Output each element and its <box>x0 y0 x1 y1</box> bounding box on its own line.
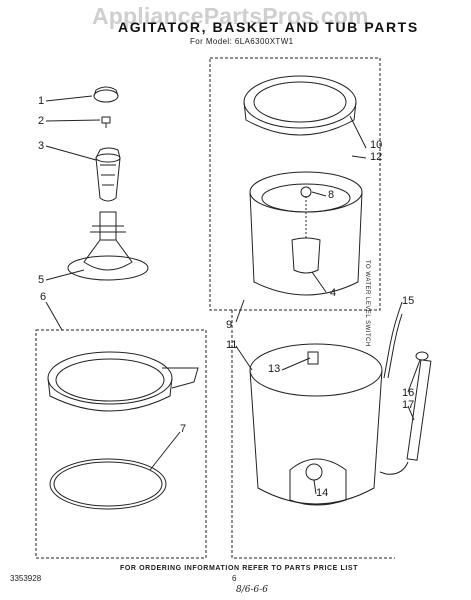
callout-17: 17 <box>402 399 415 411</box>
callout-6: 6 <box>40 291 47 303</box>
document-number: 3353928 <box>10 574 42 583</box>
callout-8: 8 <box>328 189 335 201</box>
leader-6 <box>45 301 63 331</box>
page-number: 6 <box>232 574 237 583</box>
tub-ring-group-box <box>35 329 207 559</box>
drain-hose-icon <box>379 351 432 475</box>
outer-tub-icon <box>249 343 383 506</box>
agitator-barrel-icon <box>95 147 121 202</box>
agitator-base-icon <box>67 211 149 281</box>
leader-2 <box>45 119 101 122</box>
callout-5: 5 <box>38 274 45 286</box>
leader-11 <box>235 345 253 371</box>
callout-7: 7 <box>180 423 187 435</box>
ordering-note: FOR ORDERING INFORMATION REFER TO PARTS … <box>120 565 359 572</box>
watermark: AppliancePartsPros.com <box>92 3 369 29</box>
bolt-icon <box>101 116 111 128</box>
callout-2: 2 <box>38 115 45 127</box>
leader-5 <box>45 269 85 281</box>
basket-ring-icon <box>243 75 357 136</box>
callout-3: 3 <box>38 140 45 152</box>
callout-16: 16 <box>402 387 415 399</box>
callout-1: 1 <box>38 95 45 107</box>
tub-ring-icon <box>47 351 199 412</box>
leader-8 <box>311 191 327 197</box>
leader-9 <box>235 299 245 323</box>
agitator-cap-icon <box>93 86 119 103</box>
leader-3 <box>45 145 97 161</box>
callout-4: 4 <box>330 287 337 299</box>
leader-12 <box>351 155 367 159</box>
side-label: TO WATER LEVEL SWITCH <box>364 260 370 347</box>
leader-14 <box>313 479 317 495</box>
callout-15: 15 <box>402 295 415 307</box>
tub-seal-icon <box>49 458 167 510</box>
leader-13 <box>281 357 311 371</box>
leader-1 <box>45 95 93 102</box>
basket-icon <box>249 171 363 296</box>
callout-12: 12 <box>370 151 383 163</box>
leader-7 <box>149 431 181 471</box>
callout-13: 13 <box>268 363 281 375</box>
leader-4 <box>311 271 327 293</box>
leader-10 <box>349 115 367 149</box>
callout-14: 14 <box>316 487 329 499</box>
diagram-title: AGITATOR, BASKET AND TUB PARTS <box>118 19 419 35</box>
callout-9: 9 <box>226 319 233 331</box>
handwritten-date: 8/6-6-6 <box>236 585 269 595</box>
leader-17 <box>407 405 415 421</box>
model-line: For Model: 6LA6300XTW1 <box>190 37 294 46</box>
tub-group-bracket <box>231 310 395 559</box>
leader-15 <box>397 301 403 315</box>
callout-10: 10 <box>370 139 383 151</box>
callout-11: 11 <box>226 339 238 351</box>
leader-16 <box>407 359 421 393</box>
basket-group-box <box>209 57 381 311</box>
level-hose-icon <box>383 313 399 379</box>
